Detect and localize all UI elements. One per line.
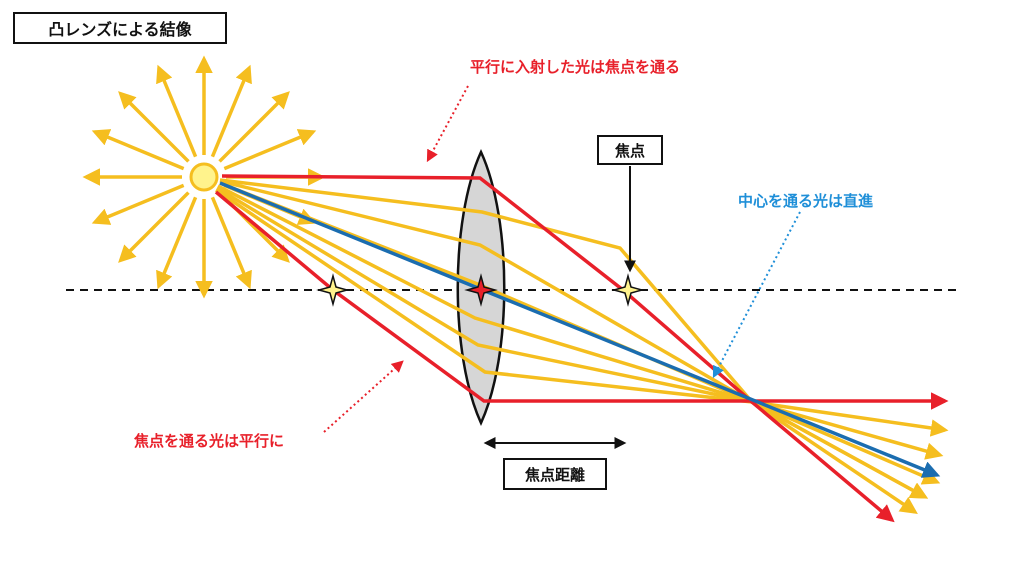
parallel-ray-label: 平行に入射した光は焦点を通る [470,58,681,76]
light-source-icon [189,162,219,192]
light-burst [82,55,326,299]
yellow-ray-4 [217,184,949,437]
burst-ray [223,129,317,171]
yellow-ray-1 [219,178,918,514]
focus-ray-callout-arrow [323,360,404,433]
center-ray-label: 中心を通る光は直進 [738,192,874,210]
yellow-ray-2 [219,179,929,499]
burst-ray [91,183,185,225]
parallel-ray-callout-arrow [426,85,469,163]
burst-ray [210,64,252,158]
focus-label-box: 焦点 [597,135,663,165]
focus-ray-label: 焦点を通る光は平行に [134,432,285,450]
burst-ray [118,191,190,263]
burst-ray [156,64,198,158]
burst-ray [156,196,198,290]
burst-ray [118,91,190,163]
blue-ray-center [219,181,941,478]
burst-ray [218,91,290,163]
focal-point-star-icon [316,273,350,307]
center-ray-callout-arrow [712,211,801,379]
yellow-ray-5 [216,186,941,485]
focal-length-box: 焦点距離 [503,458,607,490]
burst-ray [210,196,252,290]
burst-ray [91,129,185,171]
title-box: 凸レンズによる結像 [13,12,227,44]
focal-point-star-icon [611,273,645,307]
red-ray-focus [214,190,949,410]
lens-center-star-icon [464,273,498,307]
yellow-ray-6 [215,188,929,499]
